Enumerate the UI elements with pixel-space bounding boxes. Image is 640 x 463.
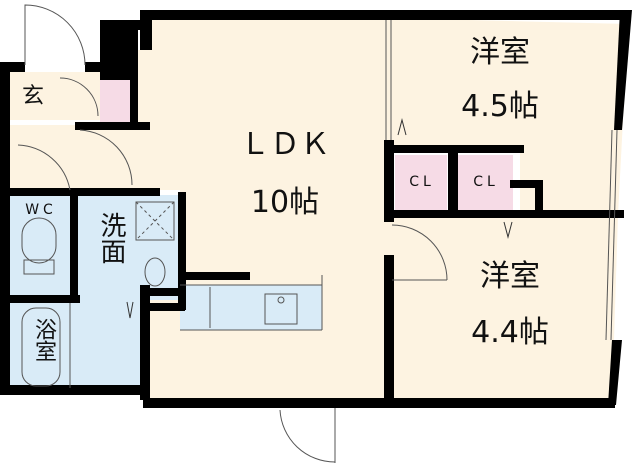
closet-2-label: CL (473, 174, 499, 190)
ldk-label: ＬＤＫ (240, 127, 330, 162)
door-markers (126, 118, 513, 319)
washroom-label: 洗面 (96, 212, 126, 264)
ldk-size: 10帖 (250, 185, 320, 220)
closet-1-label: CL (409, 174, 435, 190)
western-room-2-size: 4.4帖 (471, 315, 549, 350)
entrance-label: 玄 (21, 84, 44, 109)
western-room-1-label: 洋室 (470, 35, 530, 70)
walls (0, 10, 632, 408)
thin-lines (17, 4, 618, 463)
bathroom-label: 浴室 (31, 318, 56, 362)
western-room-2-label: 洋室 (480, 259, 540, 294)
western-room-1-size: 4.5帖 (461, 89, 539, 124)
wc-label: WC (25, 202, 57, 218)
